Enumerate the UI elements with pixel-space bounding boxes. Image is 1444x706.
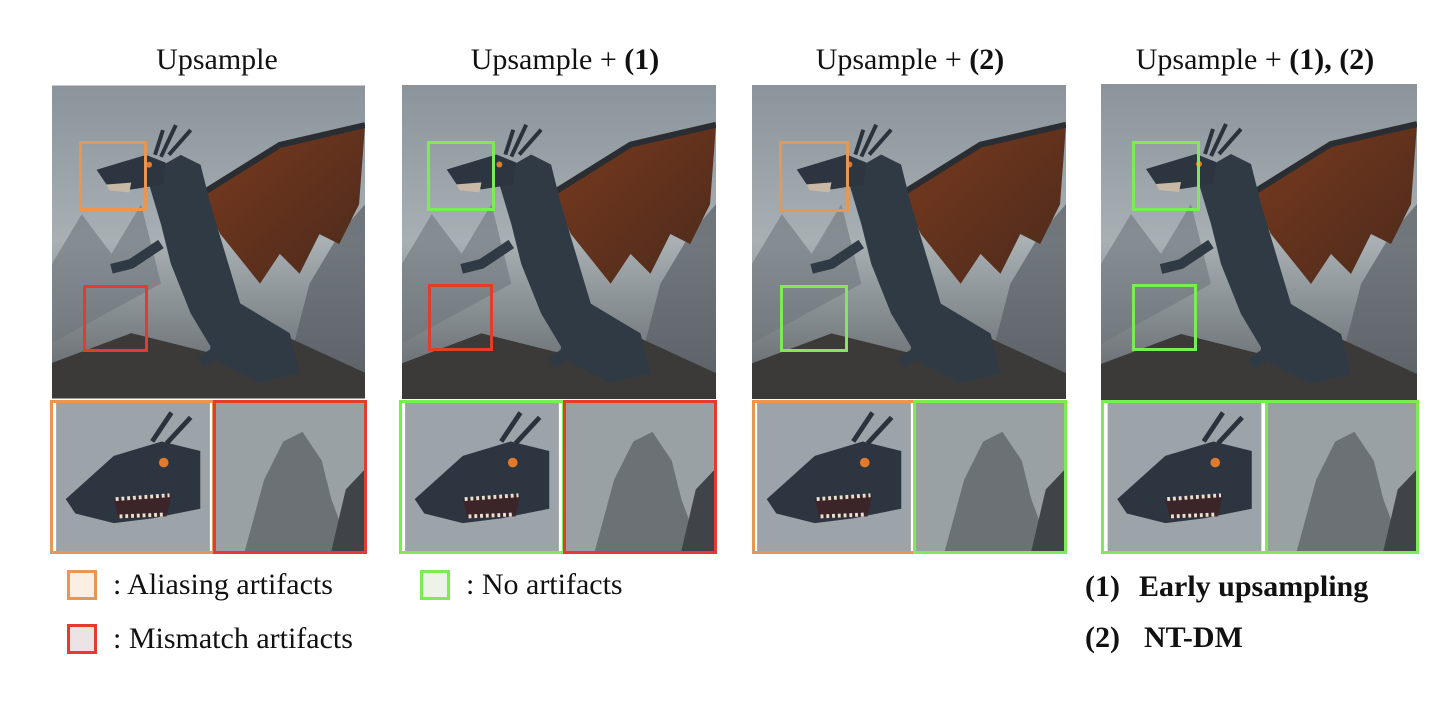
- column-title-suffix: (1), (2): [1289, 43, 1375, 76]
- column-title-2: Upsample + (1): [405, 40, 725, 80]
- scene-image-upsample-1: [402, 84, 716, 400]
- scene-image-upsample-1-2: [1101, 84, 1417, 400]
- legend-swatch-aliasing: [67, 570, 97, 600]
- zoom-crop-background: [1265, 400, 1419, 554]
- column-title-text: Upsample +: [815, 43, 970, 76]
- column-title-text: Upsample: [156, 43, 278, 76]
- zoom-crop-head: [50, 400, 215, 554]
- legend-label-mismatch: : Mismatch artifacts: [113, 622, 353, 655]
- aliasing-marker-box: [779, 141, 849, 212]
- mismatch-marker-box: [428, 284, 493, 351]
- note-number-1: (1): [1085, 570, 1120, 603]
- aliasing-marker-box: [79, 141, 147, 211]
- note-text-early-upsampling: Early upsampling: [1139, 570, 1369, 603]
- scene-image-upsample: [52, 84, 365, 400]
- zoom-crop-head: [399, 400, 565, 554]
- zoom-crop-background: [563, 400, 717, 554]
- column-title-4: Upsample + (1), (2): [1095, 40, 1415, 80]
- scene-image-upsample-2: [752, 84, 1066, 400]
- note-number-2: (2): [1085, 621, 1120, 654]
- no-artifact-marker-box: [1132, 284, 1197, 351]
- column-title-1: Upsample: [57, 40, 377, 80]
- zoom-crop-head: [1101, 400, 1268, 554]
- no-artifact-marker-box: [427, 141, 495, 211]
- zoom-crop-background: [213, 400, 367, 554]
- note-text-nt-dm: NT-DM: [1144, 621, 1243, 654]
- no-artifact-marker-box: [1132, 141, 1200, 211]
- zoom-crop-background: [913, 400, 1067, 554]
- column-title-suffix: (1): [624, 43, 660, 76]
- column-title-text: Upsample +: [470, 43, 625, 76]
- column-title-suffix: (2): [969, 43, 1005, 76]
- column-title-text: Upsample +: [1135, 43, 1290, 76]
- legend-label-aliasing: : Aliasing artifacts: [113, 568, 333, 601]
- no-artifact-marker-box: [780, 285, 848, 352]
- legend-label-no-artifacts: : No artifacts: [466, 568, 623, 601]
- legend-swatch-no-artifacts: [420, 570, 450, 600]
- zoom-crop-head: [752, 400, 916, 554]
- column-title-3: Upsample + (2): [750, 40, 1070, 80]
- mismatch-marker-box: [83, 285, 148, 352]
- legend-swatch-mismatch: [67, 624, 97, 654]
